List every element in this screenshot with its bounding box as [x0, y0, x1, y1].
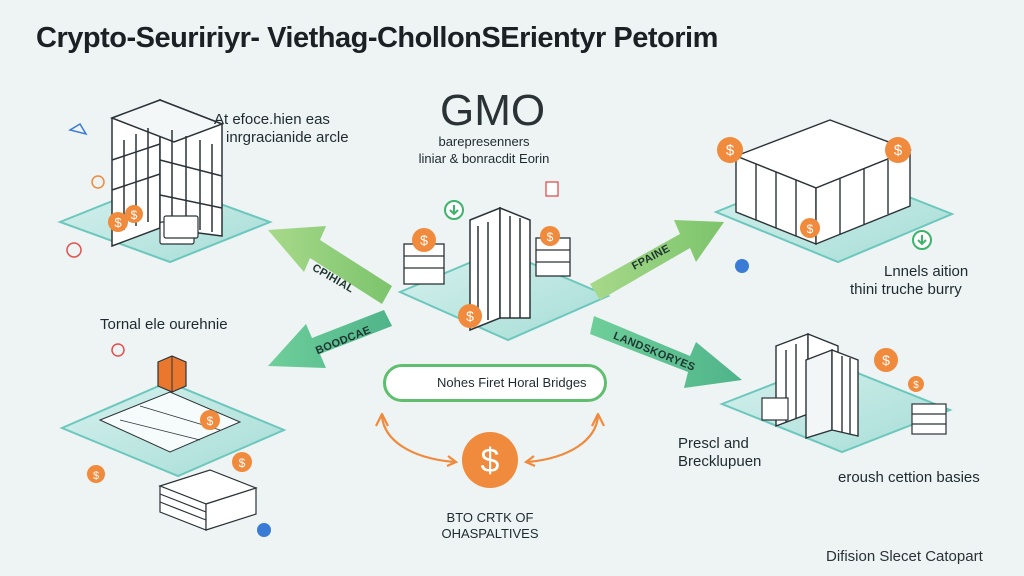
mid-left-caption: Tornal ele ourehnie: [100, 316, 228, 333]
top-left-caption-1: At efoce.hien eas: [214, 111, 330, 128]
building-icon: [761, 397, 947, 435]
server-rack-icon: [775, 332, 859, 439]
alert-icon: [66, 242, 82, 258]
dollar-coin-icon: $ $ $: [717, 137, 911, 238]
main-dollar-coin: $: [462, 432, 518, 488]
dollar-coin-icon: [462, 432, 518, 488]
package-icon: [157, 355, 187, 393]
alert-icon: [111, 343, 125, 357]
svg-text:$: $: [207, 414, 214, 428]
document-icon: [545, 181, 559, 197]
footer-caption: Difision Slecet Catopart: [826, 548, 983, 565]
mid-left-cluster: $ $ $: [59, 343, 287, 537]
svg-text:$: $: [726, 142, 735, 159]
svg-text:$: $: [93, 470, 99, 482]
document-stack-icon: [158, 469, 258, 531]
download-icon: [444, 200, 464, 220]
bridge-pill: [383, 364, 607, 402]
arrow-lower-right: [590, 316, 742, 388]
svg-text:$: $: [420, 232, 428, 248]
center-description-1: barepresenners: [438, 134, 530, 149]
bottom-right-caption-2: Brecklupuen: [678, 453, 762, 470]
curved-arrows: [375, 412, 605, 468]
document-stack-icon: [159, 215, 199, 245]
center-cluster: $ $ $: [397, 181, 611, 342]
svg-text:$: $: [481, 442, 500, 480]
dollar-coin-icon: $ $: [874, 348, 924, 392]
globe-icon: [257, 523, 271, 537]
server-rack-icon: [469, 206, 531, 332]
svg-text:$: $: [913, 380, 919, 391]
building-icon: [734, 119, 912, 246]
top-left-caption-2: inrgracianide arcle: [226, 129, 349, 146]
bottom-center-caption-2: OHASPALTIVES: [441, 526, 539, 541]
dollar-coin-icon: $ $ $: [87, 410, 252, 483]
dollar-coin-icon: $ $ $: [412, 226, 560, 328]
share-icon: [68, 122, 88, 136]
center-logo: GMO: [440, 86, 546, 135]
svg-text:$: $: [239, 456, 246, 470]
top-right-caption-1: Lnnels aition: [884, 263, 969, 280]
svg-text:$: $: [882, 352, 890, 368]
page-title: Crypto-Seuririyr- Viethag-ChollonSErient…: [36, 22, 718, 54]
svg-text:$: $: [466, 308, 474, 324]
bottom-center-caption-1: BTO CRTK OF: [446, 510, 534, 525]
dollar-coin-icon: $ $: [108, 205, 143, 232]
center-description-2: liniar & bonracdit Eorin: [418, 151, 550, 166]
bottom-right-caption-3: eroush cettion basies: [838, 469, 980, 486]
gear-icon: [91, 175, 105, 189]
svg-text:$: $: [547, 230, 554, 244]
svg-text:$: $: [894, 142, 903, 159]
svg-text:$: $: [114, 215, 122, 230]
top-left-cluster: $ $: [57, 98, 273, 264]
arrow-lower-left: [268, 310, 392, 368]
top-right-caption-2: thini truche burry: [850, 281, 962, 298]
download-icon: [912, 230, 932, 250]
bottom-right-cluster: $ $: [719, 332, 953, 454]
bridge-label: Nohes Firet Horal Bridges: [437, 375, 587, 390]
globe-icon: [735, 259, 749, 273]
arrow-upper-right: [590, 220, 724, 300]
top-right-cluster: $ $ $: [713, 119, 955, 273]
svg-text:$: $: [807, 222, 814, 236]
svg-text:$: $: [131, 208, 138, 222]
bottom-right-caption-1: Prescl and: [678, 435, 749, 452]
arrow-upper-left: [268, 226, 392, 304]
